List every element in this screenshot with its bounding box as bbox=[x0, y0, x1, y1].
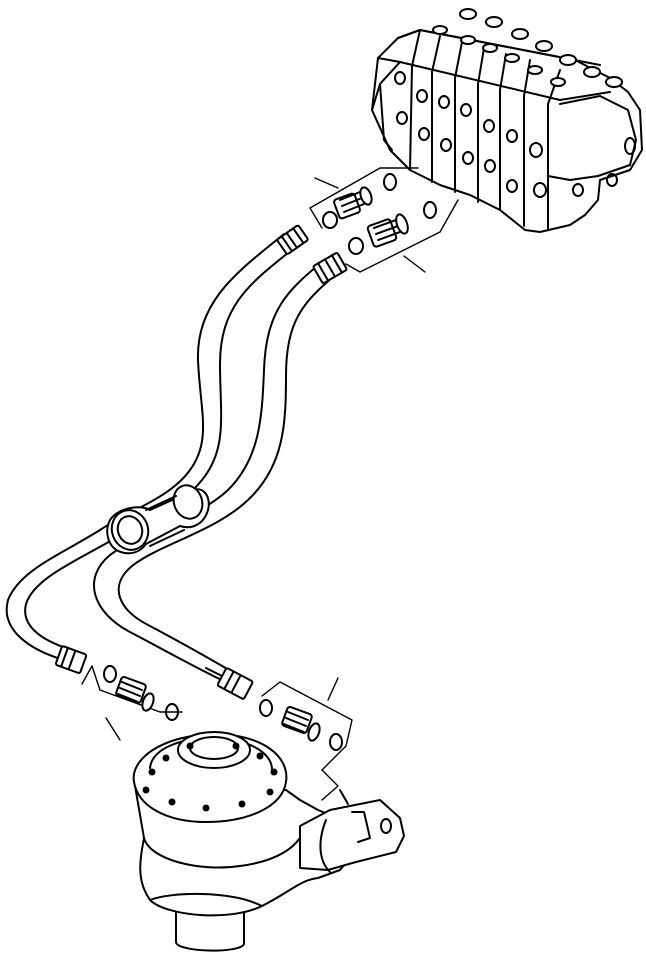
hose-clamp bbox=[106, 481, 209, 555]
upper-fitting-group-a bbox=[310, 168, 418, 228]
hose-b bbox=[94, 252, 347, 699]
control-valve bbox=[372, 9, 642, 232]
lower-fitting-group-b bbox=[260, 678, 352, 800]
lower-fitting-group-a bbox=[82, 666, 182, 740]
swing-motor bbox=[134, 732, 404, 951]
hose-a bbox=[7, 225, 309, 674]
upper-fitting-group-b bbox=[346, 200, 458, 272]
